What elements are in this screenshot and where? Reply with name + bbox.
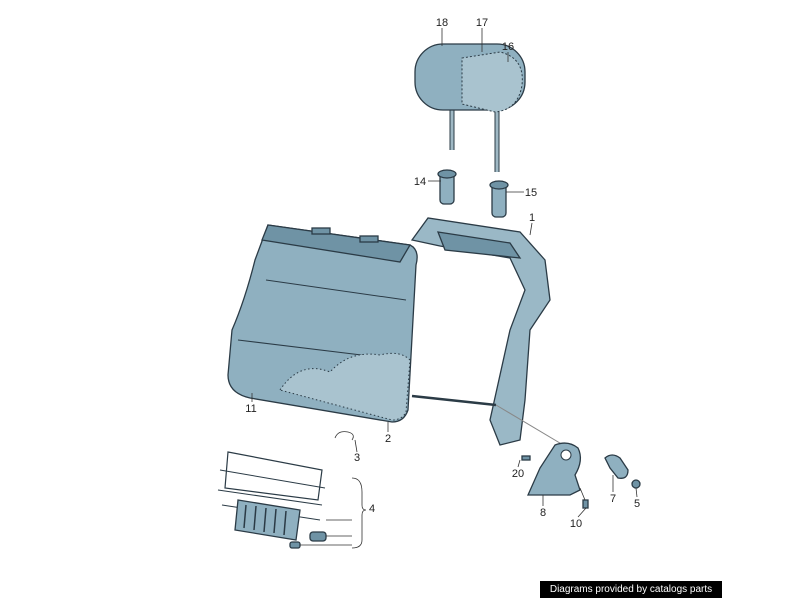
label-17: 17 bbox=[476, 17, 488, 29]
hinge-cover[interactable] bbox=[526, 442, 582, 496]
headrest-guide-right[interactable] bbox=[489, 180, 509, 218]
label-16: 16 bbox=[502, 41, 514, 53]
lumbar-support-mat[interactable] bbox=[217, 451, 327, 549]
label-8: 8 bbox=[540, 507, 546, 519]
leader-lines bbox=[251, 28, 638, 549]
label-4: 4 bbox=[369, 503, 375, 515]
label-18: 18 bbox=[436, 17, 448, 29]
clip[interactable] bbox=[334, 431, 354, 441]
label-7: 7 bbox=[610, 493, 616, 505]
screw-10[interactable] bbox=[582, 499, 589, 509]
label-1: 1 bbox=[529, 212, 535, 224]
label-20: 20 bbox=[512, 468, 524, 480]
label-15: 15 bbox=[525, 187, 537, 199]
lever-bracket[interactable] bbox=[604, 454, 629, 479]
label-3: 3 bbox=[354, 452, 360, 464]
diagram-credit: Diagrams provided by catalogs parts bbox=[540, 581, 722, 598]
label-10: 10 bbox=[570, 518, 582, 530]
headrest[interactable] bbox=[414, 43, 526, 172]
label-2: 2 bbox=[385, 433, 391, 445]
screw-20[interactable] bbox=[521, 455, 531, 461]
label-11: 11 bbox=[245, 403, 256, 415]
cap[interactable] bbox=[631, 479, 641, 489]
backrest-cushion[interactable] bbox=[227, 224, 418, 423]
headrest-guide-left[interactable] bbox=[437, 169, 457, 205]
label-14: 14 bbox=[414, 176, 426, 188]
label-5: 5 bbox=[634, 498, 640, 510]
backrest-frame[interactable] bbox=[410, 217, 581, 456]
